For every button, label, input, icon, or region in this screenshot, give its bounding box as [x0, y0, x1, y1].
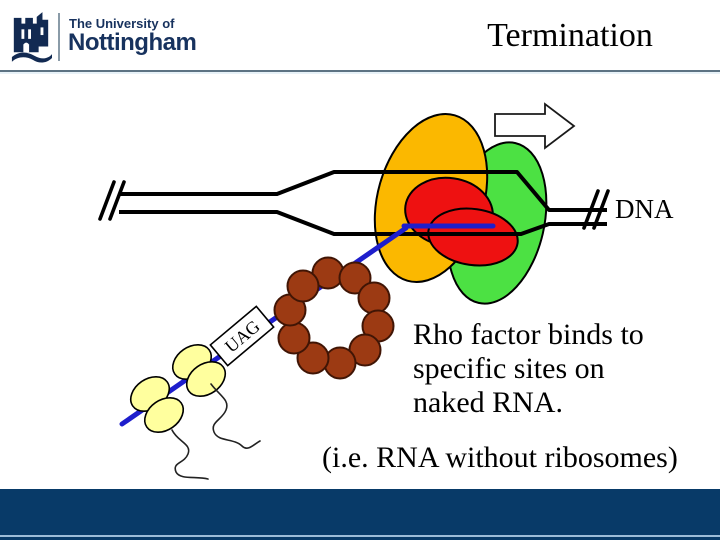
ribosome-1 — [171, 343, 227, 398]
footer-bar — [0, 489, 720, 540]
header-rule-glow — [0, 72, 720, 74]
rho-ring-bead — [323, 346, 357, 380]
nascent-protein-squiggle-2 — [171, 429, 209, 480]
dna-label: DNA — [615, 194, 674, 224]
dna-strand-top — [119, 170, 607, 212]
ribosome-2 — [129, 375, 185, 434]
rho-factor-ellipse-2 — [427, 207, 519, 267]
university-logo — [10, 8, 52, 64]
caption-main-line: naked RNA. — [413, 386, 563, 419]
nascent-protein-squiggle-1 — [210, 383, 261, 449]
rho-ring-bead — [357, 281, 391, 315]
uag-codon-label: UAG — [209, 305, 275, 367]
ribosome-subunit — [143, 396, 185, 434]
dna-break-right-icon — [582, 189, 610, 230]
rho-ring-bead — [338, 261, 372, 295]
logo-text-small: The University of — [69, 16, 175, 31]
caption-main-line: Rho factor binds to — [413, 318, 644, 351]
header-rule — [0, 70, 720, 72]
caption-main: Rho factor binds to specific sites on na… — [413, 318, 644, 420]
rho-ring-bead — [286, 269, 320, 303]
logo-divider — [58, 13, 60, 61]
footer-accent-line — [0, 535, 720, 537]
caption-note: (i.e. RNA without ribosomes) — [322, 441, 678, 474]
transcription-direction-arrow-icon — [494, 102, 576, 150]
rho-ring — [273, 256, 395, 380]
rho-ring-bead — [277, 321, 311, 355]
dna-break-left-icon — [98, 180, 126, 221]
ribosome-subunit — [185, 360, 227, 398]
dna-strand-bottom — [119, 210, 607, 236]
logo-text-large: Nottingham — [68, 29, 197, 56]
slide-title: Termination — [487, 17, 653, 54]
castle-icon — [11, 12, 52, 63]
caption-main-line: specific sites on — [413, 352, 605, 385]
rho-ring-bead — [296, 341, 330, 375]
